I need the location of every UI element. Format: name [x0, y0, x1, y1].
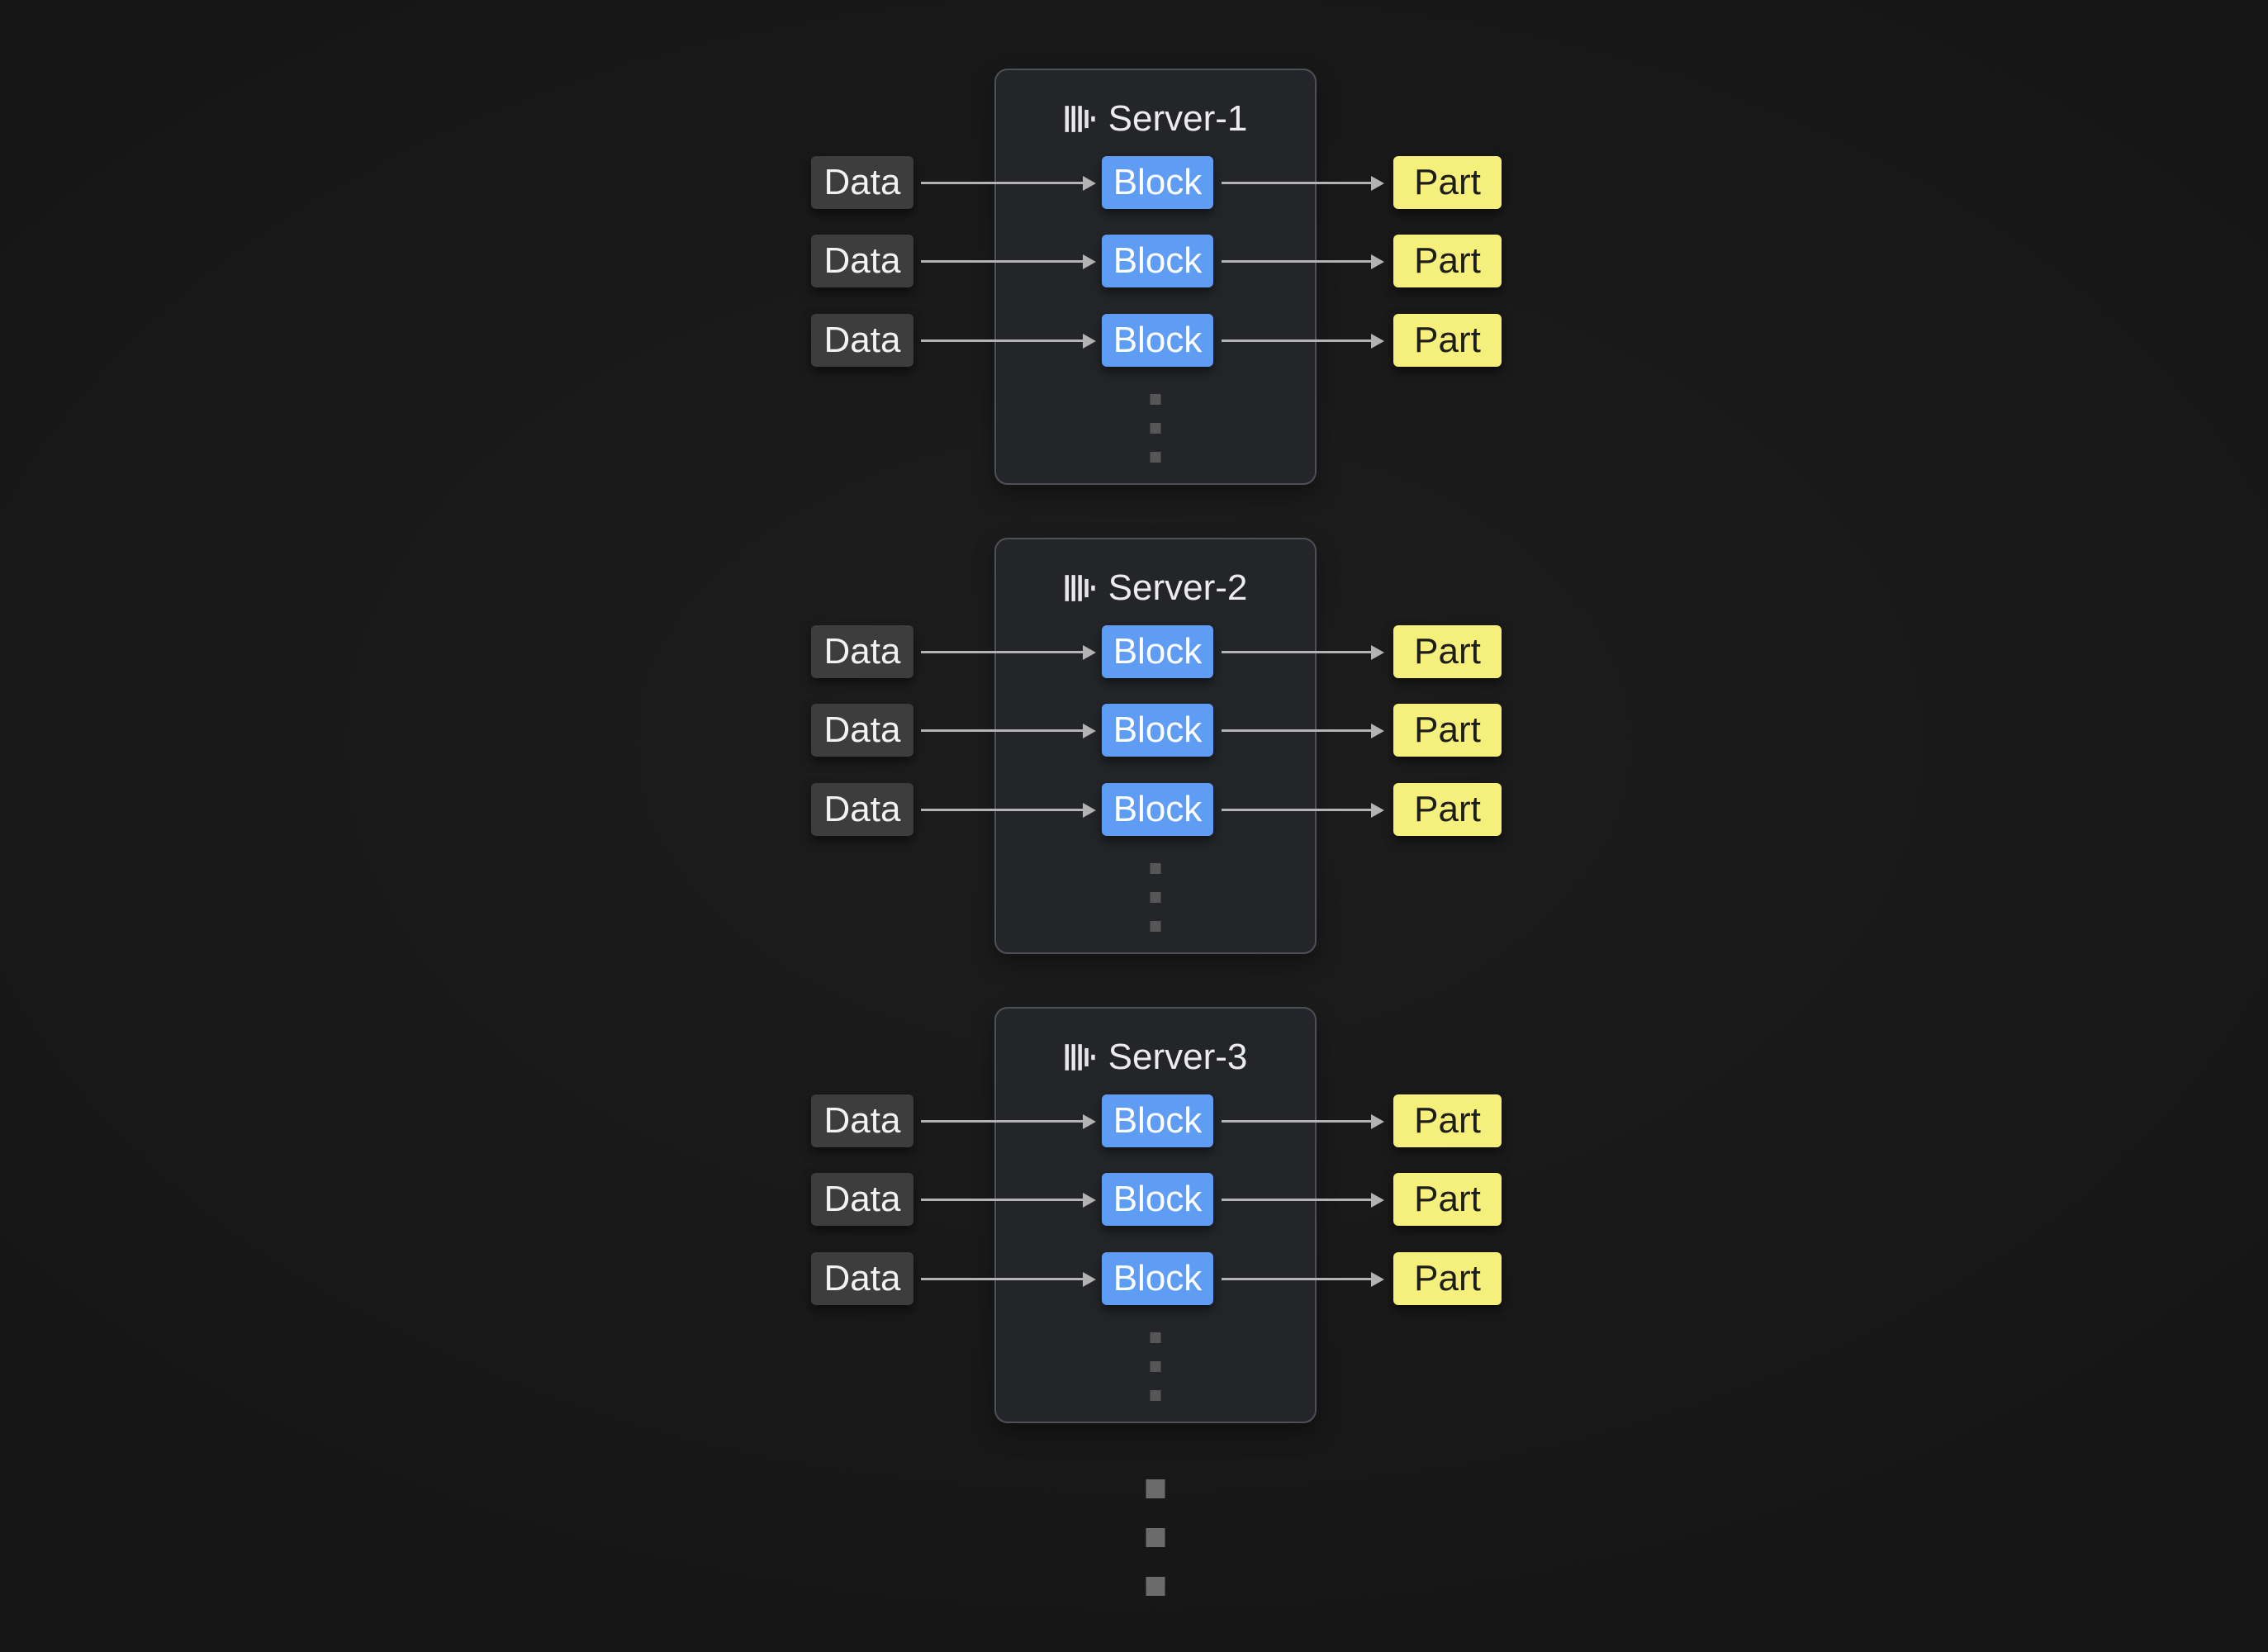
more-servers-ellipsis [1146, 1479, 1165, 1596]
part-node: Part [1393, 625, 1502, 678]
arrow-data-to-block [921, 182, 1083, 184]
flow-row: Data Block Part [811, 156, 1502, 209]
block-node: Block [1102, 156, 1213, 209]
arrow-block-to-part [1222, 1199, 1371, 1201]
arrow-data-to-block [921, 339, 1083, 342]
arrow-block-to-part [1222, 1278, 1371, 1280]
flow-row: Data Block Part [811, 1173, 1502, 1226]
arrow-block-to-part [1222, 651, 1371, 653]
server-header: Server-2 [996, 567, 1315, 609]
block-node: Block [1102, 783, 1213, 836]
more-blocks-ellipsis [1150, 863, 1161, 932]
block-node: Block [1102, 1173, 1213, 1226]
part-node: Part [1393, 1252, 1502, 1305]
arrow-block-to-part [1222, 809, 1371, 811]
data-node: Data [811, 235, 913, 287]
part-node: Part [1393, 156, 1502, 209]
arrow-data-to-block [921, 1278, 1083, 1280]
part-node: Part [1393, 314, 1502, 367]
more-blocks-ellipsis [1150, 1332, 1161, 1401]
block-node: Block [1102, 704, 1213, 757]
block-node: Block [1102, 1252, 1213, 1305]
more-blocks-ellipsis [1150, 394, 1161, 463]
part-node: Part [1393, 235, 1502, 287]
server-title: Server-3 [1108, 1037, 1248, 1077]
data-node: Data [811, 1252, 913, 1305]
flow-row: Data Block Part [811, 783, 1502, 836]
flow-row: Data Block Part [811, 314, 1502, 367]
server-title: Server-1 [1108, 98, 1248, 139]
flow-row: Data Block Part [811, 704, 1502, 757]
data-node: Data [811, 314, 913, 367]
data-node: Data [811, 1173, 913, 1226]
block-node: Block [1102, 625, 1213, 678]
server-title: Server-2 [1108, 567, 1248, 608]
part-node: Part [1393, 783, 1502, 836]
server-group-3: Server-3 Data Block Part Data Block Part… [811, 1007, 1502, 1423]
server-header: Server-1 [996, 98, 1315, 140]
arrow-data-to-block [921, 1199, 1083, 1201]
arrow-block-to-part [1222, 339, 1371, 342]
flow-row: Data Block Part [811, 1094, 1502, 1147]
block-node: Block [1102, 1094, 1213, 1147]
arrow-data-to-block [921, 729, 1083, 732]
server-icon [1064, 1042, 1095, 1073]
arrow-block-to-part [1222, 1120, 1371, 1123]
arrow-data-to-block [921, 809, 1083, 811]
arrow-block-to-part [1222, 260, 1371, 263]
part-node: Part [1393, 1094, 1502, 1147]
arrow-block-to-part [1222, 182, 1371, 184]
data-node: Data [811, 156, 913, 209]
replication-diagram: Server-1 Data Block Part Data Block Part… [811, 69, 1502, 1596]
server-icon [1064, 572, 1095, 604]
block-node: Block [1102, 314, 1213, 367]
block-node: Block [1102, 235, 1213, 287]
server-group-2: Server-2 Data Block Part Data Block Part… [811, 538, 1502, 954]
arrow-data-to-block [921, 260, 1083, 263]
data-node: Data [811, 1094, 913, 1147]
arrow-data-to-block [921, 651, 1083, 653]
part-node: Part [1393, 704, 1502, 757]
arrow-block-to-part [1222, 729, 1371, 732]
flow-row: Data Block Part [811, 235, 1502, 287]
data-node: Data [811, 625, 913, 678]
server-group-1: Server-1 Data Block Part Data Block Part… [811, 69, 1502, 485]
flow-row: Data Block Part [811, 1252, 1502, 1305]
server-header: Server-3 [996, 1037, 1315, 1078]
flow-row: Data Block Part [811, 625, 1502, 678]
data-node: Data [811, 704, 913, 757]
arrow-data-to-block [921, 1120, 1083, 1123]
part-node: Part [1393, 1173, 1502, 1226]
server-icon [1064, 103, 1095, 135]
data-node: Data [811, 783, 913, 836]
